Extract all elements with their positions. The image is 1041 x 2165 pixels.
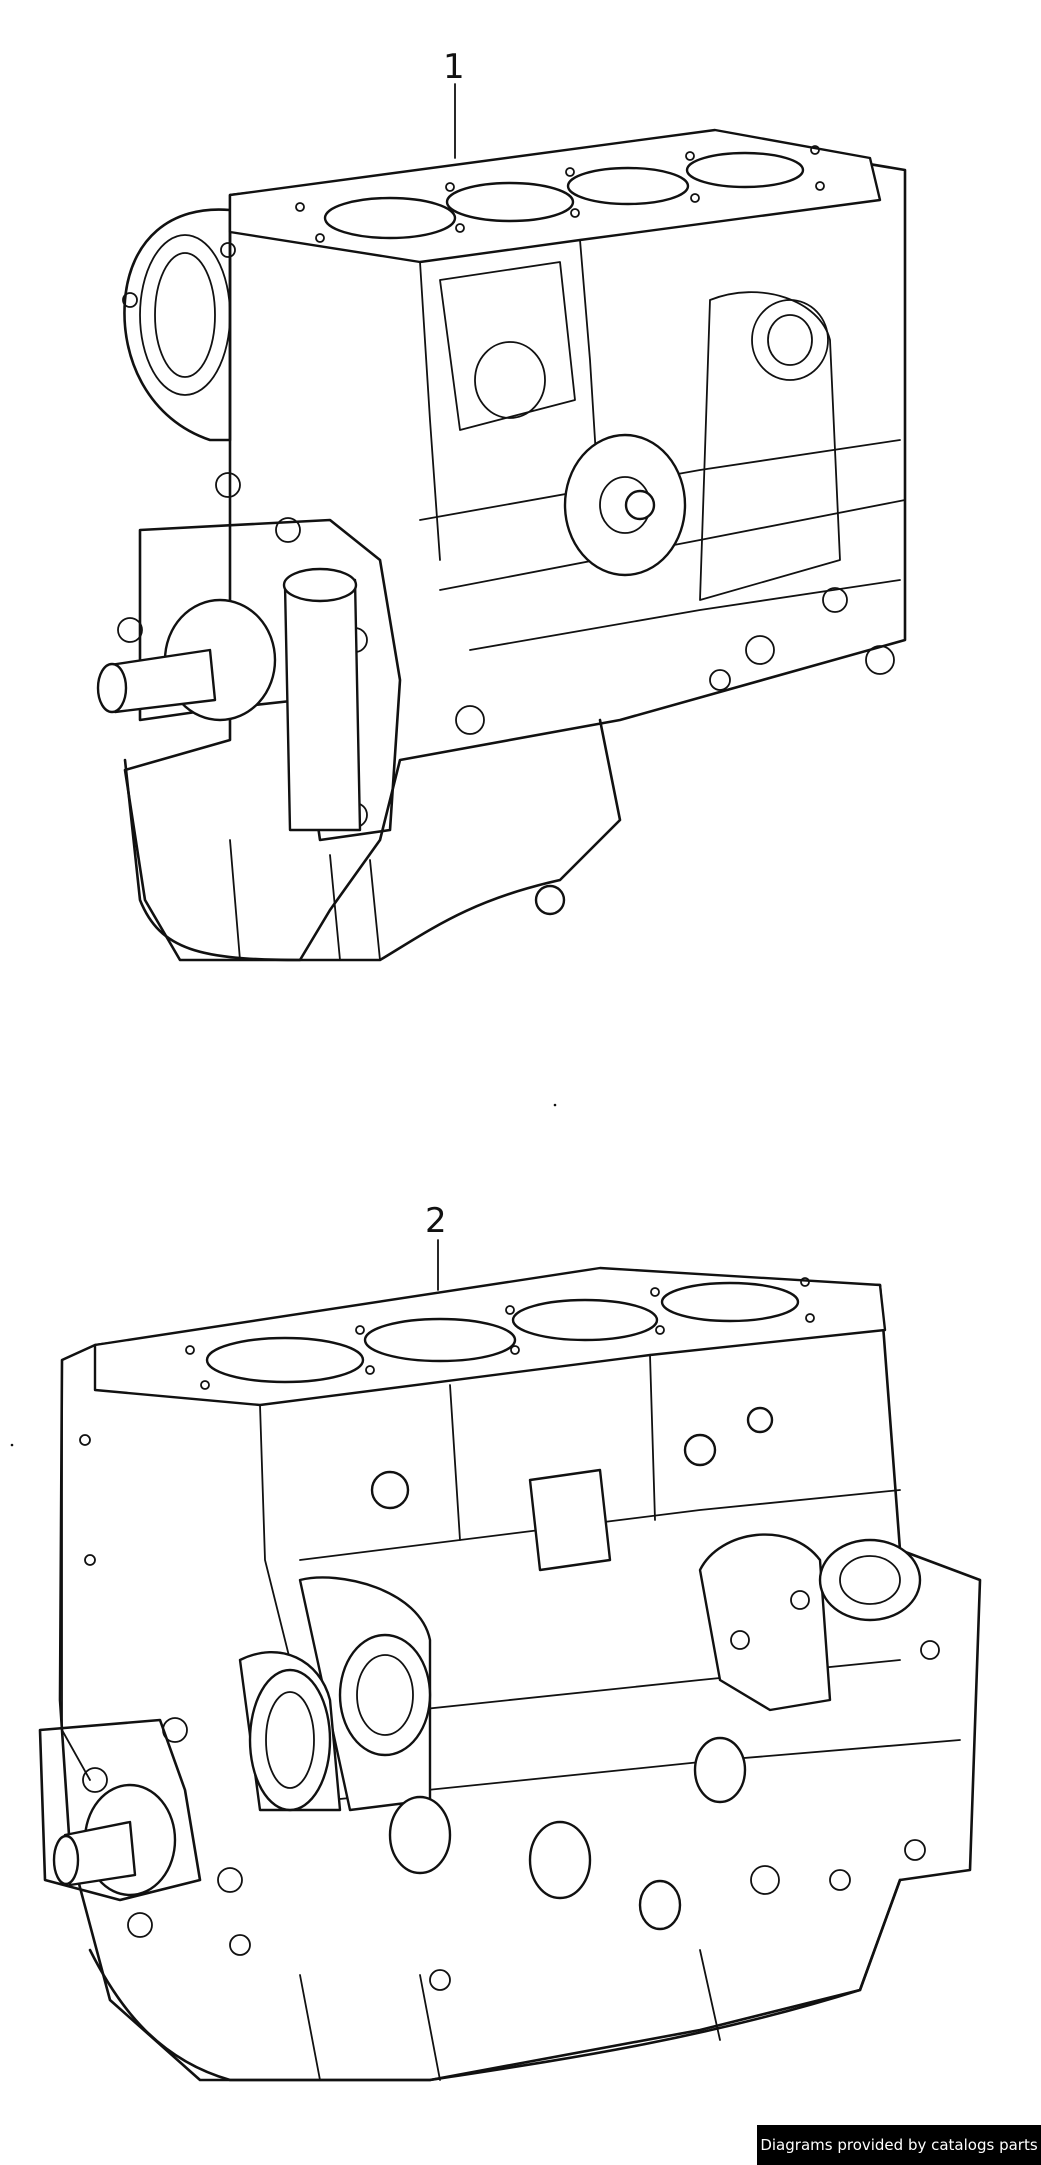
shaft-housing-1 [283, 578, 362, 832]
block-body-2 [58, 1278, 982, 2082]
bellhousing-flange-1 [123, 208, 232, 442]
cylinder-bore-2d [660, 1281, 800, 1323]
crank-pulley-housing-2 [38, 1718, 202, 1902]
cylinder-bore-1d [685, 151, 805, 189]
front-cover-1 [138, 518, 402, 842]
oil-pan-2 [88, 1878, 902, 2082]
cylinder-bore-1b [445, 181, 575, 223]
watermark-banner: Diagrams provided by catalogs parts [757, 2125, 1041, 2165]
oil-pan-1 [123, 718, 622, 962]
short-block-2[interactable]: 2 [38, 1201, 982, 2082]
water-pump-flange-2 [698, 1533, 832, 1712]
callout-number-2: 2 [425, 1201, 447, 1241]
cylinder-bore-1c [566, 166, 690, 206]
drain-plug-1 [534, 884, 566, 916]
crankshaft-seal-2 [248, 1668, 332, 1812]
short-block-1[interactable]: 1 [96, 47, 907, 962]
cylinder-bore-2c [511, 1298, 659, 1342]
cylinder-bore-2a [205, 1336, 365, 1384]
cylinder-bore-2b [363, 1317, 517, 1363]
callout-number-1: 1 [443, 47, 465, 87]
cylinder-bore-1a [323, 196, 457, 240]
block-body-1 [123, 138, 907, 962]
